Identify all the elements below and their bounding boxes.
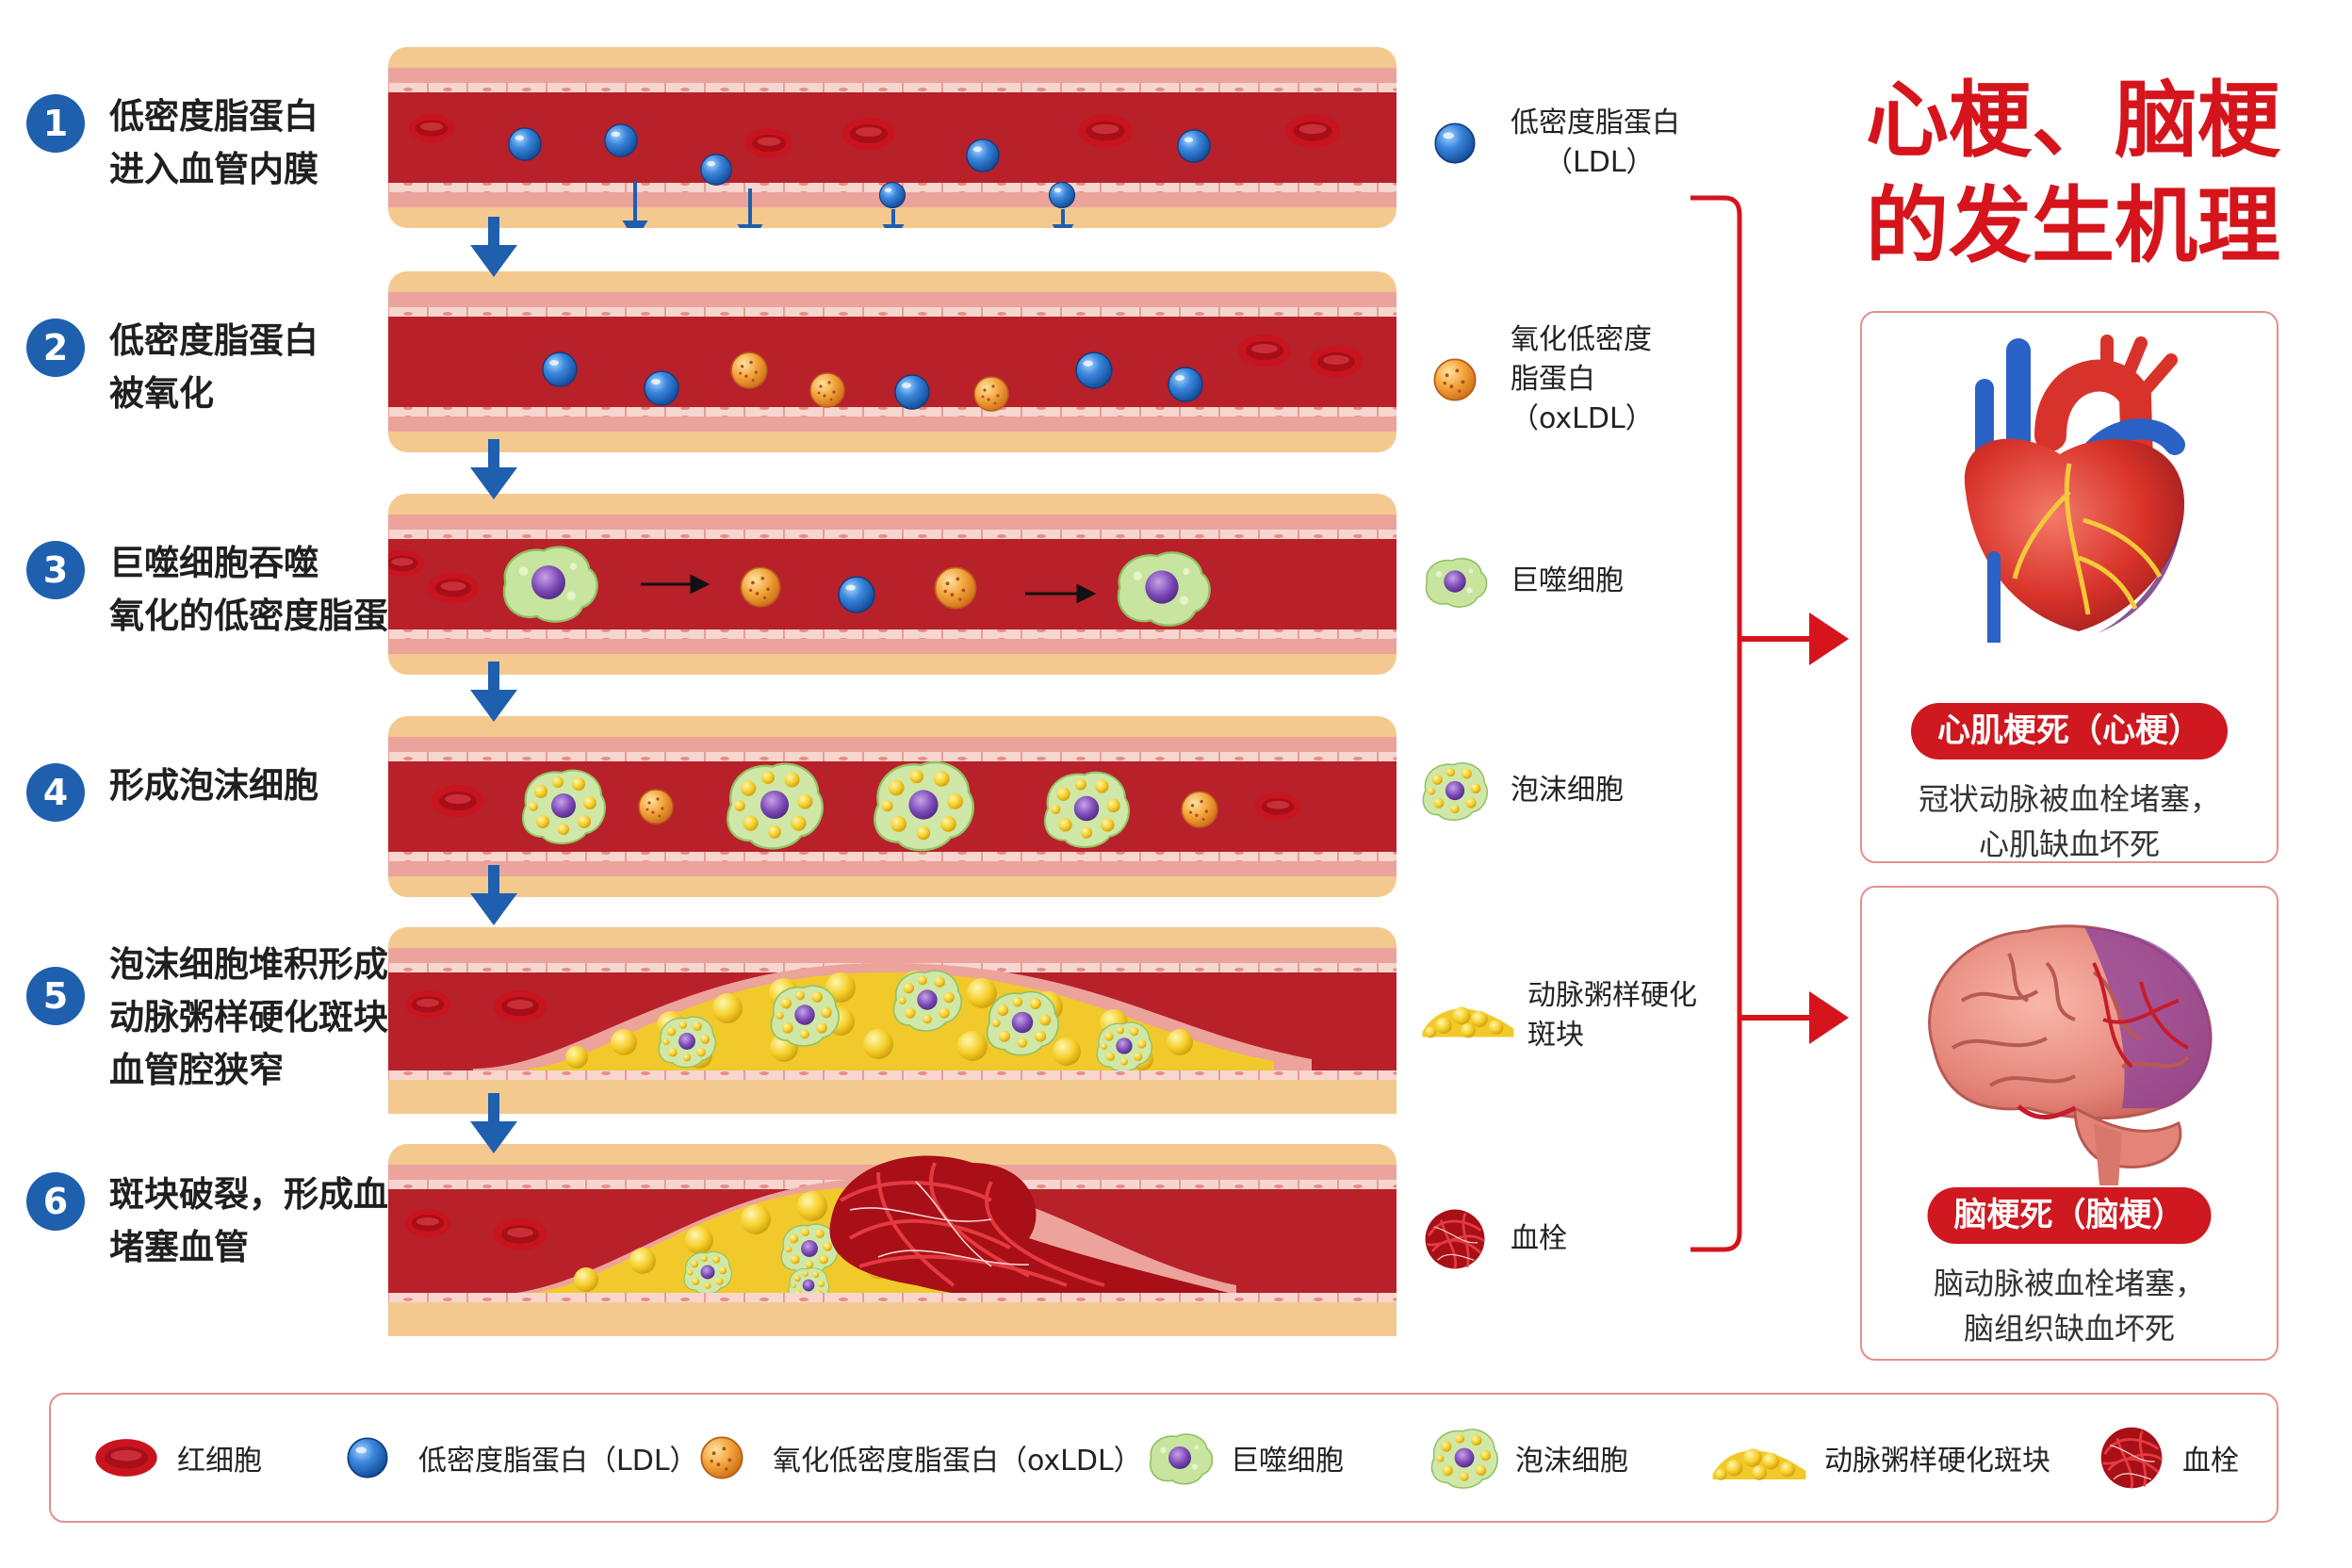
foam-cell-icon — [1418, 754, 1492, 827]
step-description: 斑块破裂，形成血栓 堵塞血管 — [109, 1174, 423, 1267]
legend-item-oxldl: 氧化低密度脂蛋白（oxLDL） — [684, 1395, 1142, 1521]
step-3-label: 3 巨噬细胞吞噬 氧化的低密度脂蛋白 — [26, 537, 423, 643]
outcome-brain-card: 脑梗死（脑梗） 脑动脉被血栓堵塞， 脑组织缺血坏死 — [1860, 886, 2278, 1361]
bracket-connector — [1690, 195, 1849, 1252]
heart-outcome-description: 冠状动脉被血栓堵塞， 心肌缺血坏死 — [1918, 781, 2220, 862]
thrombus-mass — [829, 1155, 1236, 1300]
macrophage-icon — [1418, 545, 1492, 618]
ldl-particle-icon — [330, 1420, 405, 1495]
brain-outcome-description: 脑动脉被血栓堵塞， 脑组织缺血坏死 — [1933, 1266, 2205, 1347]
vessel-step-3 — [388, 494, 1396, 675]
foam-cell-icon — [1427, 1420, 1502, 1495]
legend-item-macrophage: 巨噬细胞 — [1142, 1395, 1344, 1521]
arrow-down-icon — [470, 217, 517, 277]
step-4-label: 4 形成泡沫细胞 — [26, 760, 318, 822]
brain-outcome-badge: 脑梗死（脑梗） — [1927, 1187, 2212, 1244]
ldl-particle-icon — [1418, 106, 1492, 180]
step-number-badge: 4 — [26, 763, 85, 822]
step-number-badge: 5 — [26, 967, 85, 1025]
oxldl-particle-icon — [684, 1420, 760, 1495]
legend-item-ldl: 低密度脂蛋白（LDL） — [330, 1395, 698, 1521]
heart-outcome-badge: 心肌梗死（心梗） — [1910, 703, 2229, 760]
step-number-badge: 1 — [26, 94, 85, 153]
vessel-step-2 — [388, 271, 1396, 452]
side-label-thrombus: 血栓 — [1418, 1202, 1567, 1276]
step-number-badge: 2 — [26, 318, 85, 377]
title-line-2: 的发生机理 — [1865, 177, 2280, 274]
red-blood-cell-icon — [89, 1420, 164, 1495]
legend-item-plaque: 动脉粥样硬化斑块 — [1707, 1395, 2050, 1521]
step-description: 泡沫细胞堆积形成 动脉粥样硬化斑块， 血管腔狭窄 — [109, 944, 423, 1090]
legend-item-rbc: 红细胞 — [89, 1395, 262, 1521]
side-label-oxldl: 氧化低密度 脂蛋白 （oxLDL） — [1418, 320, 1654, 439]
arrow-down-icon — [470, 662, 517, 722]
vessel-step-5 — [388, 927, 1396, 1114]
step-description: 低密度脂蛋白 被氧化 — [109, 320, 318, 414]
arrow-down-icon — [470, 439, 517, 499]
page-title: 心梗、脑梗 的发生机理 — [1828, 68, 2318, 279]
step-description: 低密度脂蛋白 进入血管内膜 — [109, 96, 318, 189]
arrow-down-icon — [470, 865, 517, 925]
thrombus-icon — [2094, 1420, 2169, 1495]
legend-bar: 红细胞 低密度脂蛋白（LDL） 氧化低密度脂蛋白（oxLDL） 巨噬细胞 泡沫细… — [49, 1393, 2278, 1523]
step-6-label: 6 斑块破裂，形成血栓 堵塞血管 — [26, 1168, 423, 1274]
vessel-step-1 — [388, 47, 1396, 228]
step-number-badge: 6 — [26, 1172, 85, 1231]
vessel-step-6 — [388, 1144, 1396, 1336]
vessel-step-4 — [388, 716, 1396, 897]
plaque-icon — [1707, 1420, 1811, 1495]
thrombus-icon — [1418, 1202, 1492, 1276]
side-label-plaque: 动脉粥样硬化 斑块 — [1418, 976, 1697, 1055]
outcome-heart-card: 心肌梗死（心梗） 冠状动脉被血栓堵塞， 心肌缺血坏死 — [1860, 311, 2278, 863]
step-number-badge: 3 — [26, 541, 85, 599]
arrow-down-icon — [470, 1093, 517, 1153]
step-5-label: 5 泡沫细胞堆积形成 动脉粥样硬化斑块， 血管腔狭窄 — [26, 939, 423, 1097]
legend-item-foam-cell: 泡沫细胞 — [1427, 1395, 1628, 1521]
brain-icon — [1928, 924, 2213, 1185]
legend-item-thrombus: 血栓 — [2094, 1395, 2239, 1521]
macrophage-icon — [1142, 1420, 1217, 1495]
side-label-foam-cell: 泡沫细胞 — [1418, 754, 1624, 827]
step-description: 巨噬细胞吞噬 氧化的低密度脂蛋白 — [109, 543, 423, 636]
step-2-label: 2 低密度脂蛋白 被氧化 — [26, 315, 318, 420]
oxldl-particle-icon — [1418, 343, 1492, 416]
plaque-icon — [1418, 979, 1518, 1053]
step-description: 形成泡沫细胞 — [109, 765, 318, 806]
title-line-1: 心梗、脑梗 — [1865, 72, 2280, 169]
side-label-macrophage: 巨噬细胞 — [1418, 545, 1624, 618]
step-1-label: 1 低密度脂蛋白 进入血管内膜 — [26, 90, 318, 196]
heart-icon — [1964, 335, 2185, 643]
side-label-ldl: 低密度脂蛋白 （LDL） — [1418, 104, 1680, 183]
